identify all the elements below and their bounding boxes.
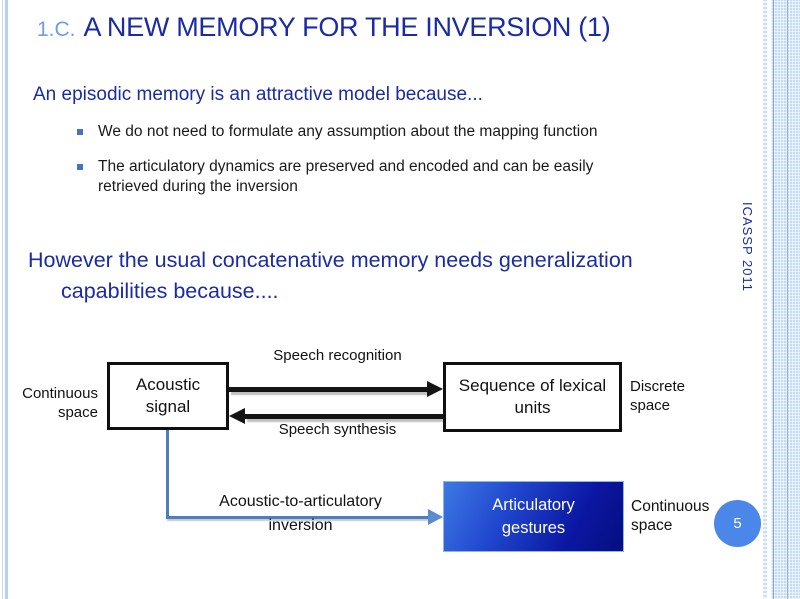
sequence-of-lexical-units-box: Sequence of lexical units [443,362,622,432]
inversion-connector-horizontal [166,516,428,519]
bullet-text: The articulatory dynamics are preserved … [98,158,594,195]
square-bullet-icon [77,164,83,170]
title-text: A NEW MEMORY FOR THE INVERSION (1) [83,12,611,42]
speech-recognition-arrow [229,387,429,392]
intro-statement: An episodic memory is an attractive mode… [33,84,483,105]
right-border-pattern-band [771,0,800,599]
title-section-number: 1.C. [37,18,76,41]
however-line-1: However the usual concatenative memory n… [28,248,633,272]
page-number-badge: 5 [714,500,761,547]
square-bullet-icon [77,129,83,135]
left-border-line-outer [2,0,3,599]
slide-title: 1.C. A NEW MEMORY FOR THE INVERSION (1) [37,12,611,43]
bullet-item: The articulatory dynamics are preserved … [77,157,642,197]
page-number: 5 [733,515,742,532]
left-border-line-inner [5,0,8,599]
speech-recognition-arrowhead-icon [427,381,443,397]
conference-side-label: ICASSP 2011 [740,202,755,293]
bullet-item: We do not need to formulate any assumpti… [77,122,642,142]
speech-synthesis-label: Speech synthesis [278,421,397,438]
right-border-stripe [763,0,767,599]
inversion-connector-vertical [166,430,169,519]
right-border-accent-line-2 [787,0,788,599]
speech-recognition-label: Speech recognition [273,347,402,364]
however-line-2: capabilities because.... [61,279,279,303]
speech-synthesis-arrow [245,414,443,419]
right-border-accent-line-1 [773,0,774,599]
acoustic-signal-box: Acoustic signal [107,362,229,430]
continuous-space-right-label: Continuous space [631,498,710,534]
articulatory-gestures-box: Articulatory gestures [443,481,624,552]
however-statement: However the usual concatenative memory n… [28,245,633,307]
bullet-list: We do not need to formulate any assumpti… [77,122,642,212]
bullet-text: We do not need to formulate any assumpti… [98,123,598,140]
discrete-space-label: Discrete space [630,378,686,414]
speech-synthesis-arrowhead-icon [229,408,245,424]
inversion-label: Acoustic-to-articulatory inversion [219,493,382,534]
continuous-space-left-label: Continuous space [22,385,98,421]
inversion-arrowhead-icon [428,509,443,525]
